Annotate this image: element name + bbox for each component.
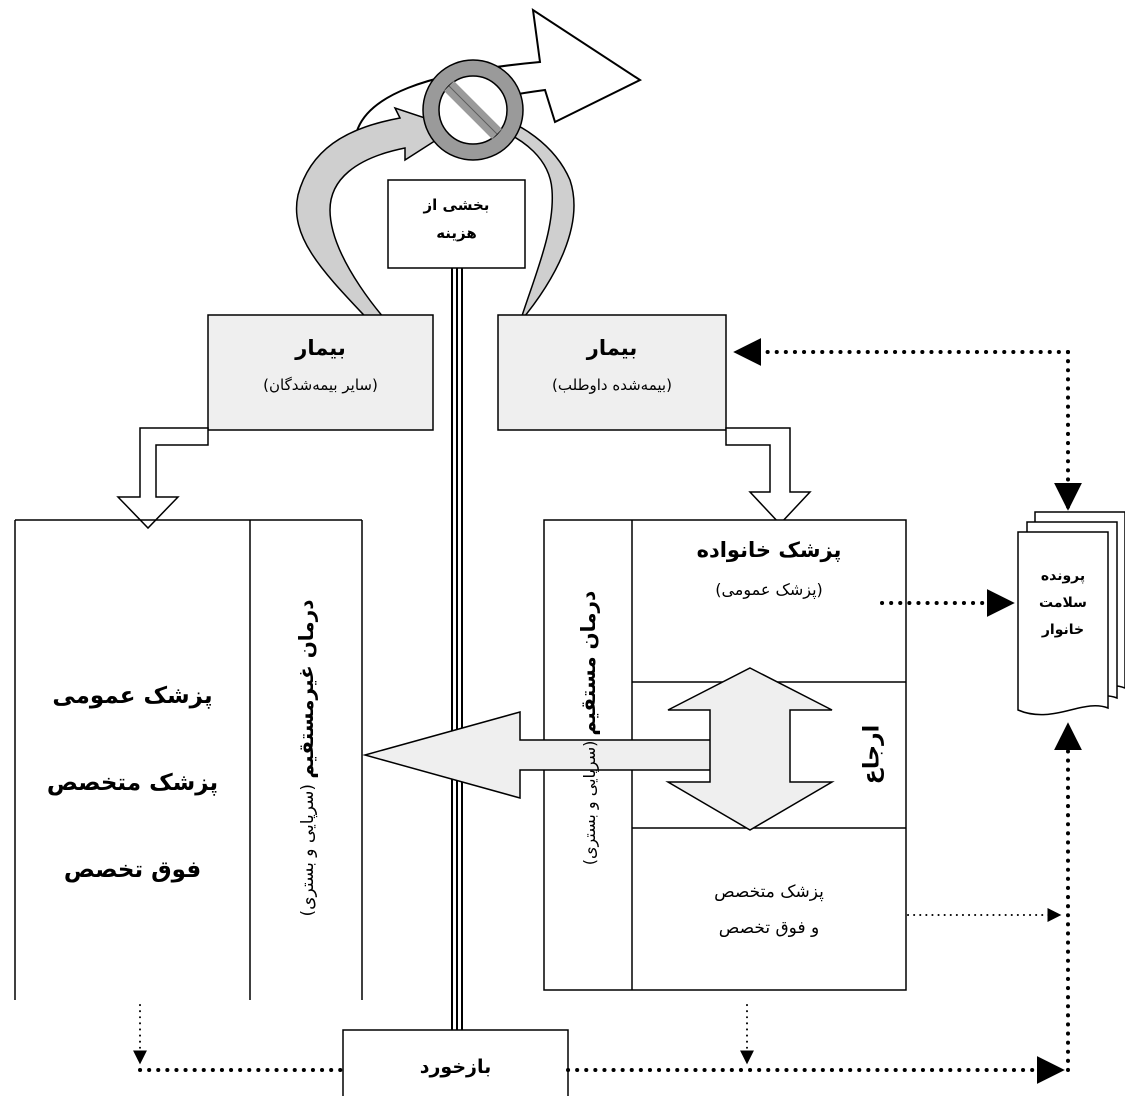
health-file-line1: پرونده <box>1040 568 1086 584</box>
central-pole <box>451 268 463 1042</box>
health-file-icon <box>1017 511 1125 716</box>
indirect-treatment-normal: (سرپایی و بستری) <box>298 784 318 917</box>
indirect-treatment-bold: درمان غیرمستقیم <box>294 599 318 779</box>
left-curved-arrow <box>295 106 457 386</box>
referral-text: ارجاع <box>859 724 885 785</box>
prohibition-sign-icon <box>422 59 524 161</box>
cost-box <box>387 179 526 269</box>
right-down-arrow <box>725 427 812 526</box>
direct-treatment-normal: (سرپایی و بستری) <box>580 740 599 866</box>
specialist-line1: پزشک متخصص <box>714 882 824 902</box>
feedback-label: بازخورد <box>419 1056 492 1078</box>
referral-double-arrow <box>665 667 835 831</box>
cross-arrow-left <box>362 711 736 799</box>
dotted-connectors <box>133 338 1082 1084</box>
cost-box-line2: هزینه <box>436 224 477 242</box>
health-file-line2: سلامت <box>1039 595 1087 611</box>
patient-left-subtitle: (سایر بیمه‌شدگان) <box>263 376 378 394</box>
left-panel-item-subspecialist: فوق تخصص <box>63 857 202 883</box>
feedback-box <box>342 1029 569 1096</box>
left-panel <box>14 519 363 1000</box>
family-doctor-title: پزشک خانواده <box>696 538 842 562</box>
cost-box-line1: بخشی از <box>423 196 490 214</box>
direct-treatment-bold: درمان مستقیم <box>576 590 600 736</box>
left-panel-item-specialist: پزشک متخصص <box>46 770 219 796</box>
patient-right-box <box>497 314 727 431</box>
specialist-line2: و فوق تخصص <box>718 918 820 938</box>
patient-right-title: بیمار <box>586 336 638 360</box>
health-file-line3: خانوار <box>1041 622 1085 638</box>
patient-left-title: بیمار <box>295 336 346 360</box>
patient-right-subtitle: (بیمه‌شده داوطلب) <box>552 376 672 394</box>
left-panel-item-general: پزشک عمومی <box>52 683 213 709</box>
family-doctor-sub: (پزشک عمومی) <box>715 580 823 599</box>
patient-left-box <box>207 314 434 431</box>
left-down-arrow <box>116 427 209 530</box>
